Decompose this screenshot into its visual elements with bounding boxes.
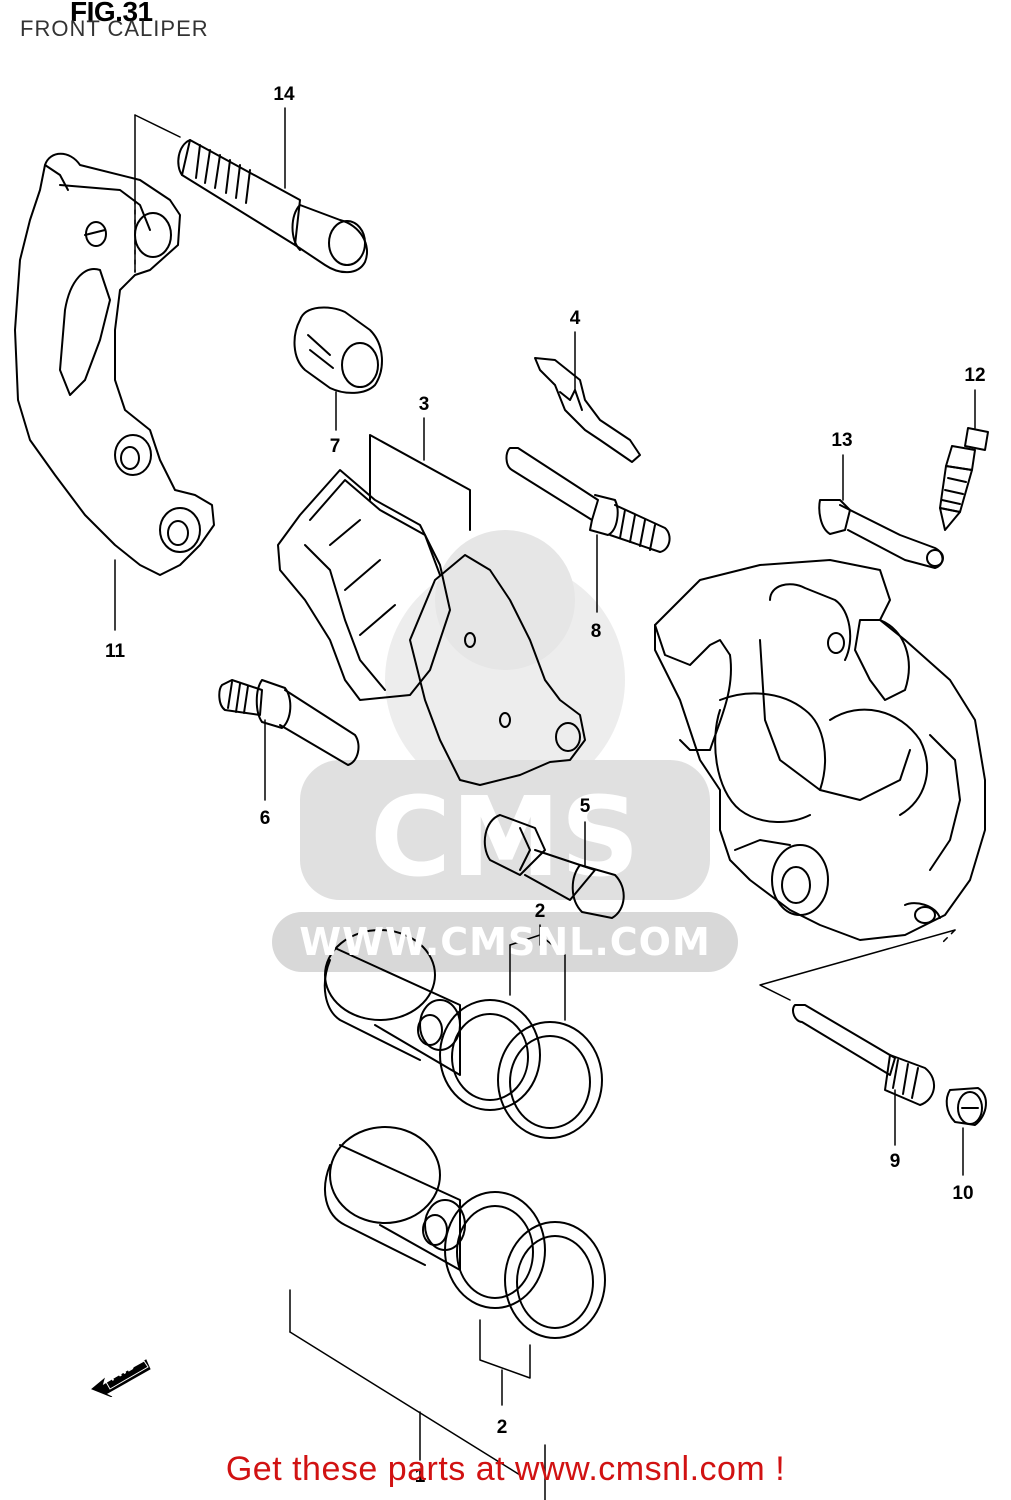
guide-lines-bottom bbox=[289, 1289, 546, 1500]
watermark-url: WWW.CMSNL.COM bbox=[299, 920, 711, 964]
callout-2-lower: 2 bbox=[496, 1417, 508, 1438]
part-11-caliper-bracket bbox=[14, 152, 215, 576]
callout-7: 7 bbox=[329, 436, 341, 457]
part-13-bleeder-cap bbox=[818, 499, 944, 569]
seal-lower-1 bbox=[444, 1191, 546, 1309]
part-8-slide-pin bbox=[505, 447, 671, 553]
part-6-slide-pin bbox=[218, 679, 360, 766]
callout-11: 11 bbox=[104, 641, 126, 662]
callout-8: 8 bbox=[590, 621, 602, 642]
callout-12: 12 bbox=[964, 365, 986, 386]
callout-9: 9 bbox=[889, 1151, 901, 1172]
callout-1: 1 bbox=[414, 1466, 426, 1487]
footer-parts-link[interactable]: Get these parts at www.cmsnl.com ! bbox=[225, 1450, 786, 1488]
part-14-bracket-bolt bbox=[177, 139, 368, 274]
part-5-pin-bolt bbox=[483, 814, 625, 919]
part-12-bleeder-valve bbox=[939, 427, 989, 531]
seal-lower-2 bbox=[504, 1221, 606, 1339]
callout-13: 13 bbox=[831, 430, 853, 451]
callout-6: 6 bbox=[259, 808, 271, 829]
seal-upper-2 bbox=[497, 1021, 603, 1139]
piston-upper bbox=[323, 929, 461, 1076]
callout-3: 3 bbox=[418, 394, 430, 415]
cmsnl-watermark bbox=[272, 530, 738, 972]
arrow-fwd-icon bbox=[91, 1359, 151, 1397]
part-7-boot bbox=[293, 306, 383, 394]
part-4-pad-spring bbox=[534, 357, 641, 463]
figure-title: FRONT CALIPER bbox=[20, 16, 209, 41]
guide-lines-caliper bbox=[759, 929, 956, 1001]
part-9-slide-pin bbox=[792, 1004, 935, 1106]
seal-upper-1 bbox=[439, 999, 541, 1111]
part-10-pin-cap bbox=[945, 1087, 987, 1126]
callout-4: 4 bbox=[569, 308, 581, 329]
part-3-brake-pads bbox=[277, 434, 586, 786]
figure-number: FIG.31 bbox=[70, 0, 153, 27]
callout-10: 10 bbox=[952, 1183, 974, 1204]
caliper-body bbox=[654, 559, 986, 941]
cms-logo-letters: CMS bbox=[370, 773, 639, 901]
callout-14: 14 bbox=[273, 84, 295, 105]
cms-logo-text: CMS bbox=[370, 773, 639, 901]
callout-5: 5 bbox=[579, 796, 591, 817]
callout-leader-lines bbox=[114, 107, 976, 1461]
guide-lines-top bbox=[134, 114, 181, 273]
callout-2-upper: 2 bbox=[534, 901, 546, 922]
guide-lines-seal-1 bbox=[509, 934, 566, 1021]
piston-lower bbox=[324, 1126, 466, 1271]
